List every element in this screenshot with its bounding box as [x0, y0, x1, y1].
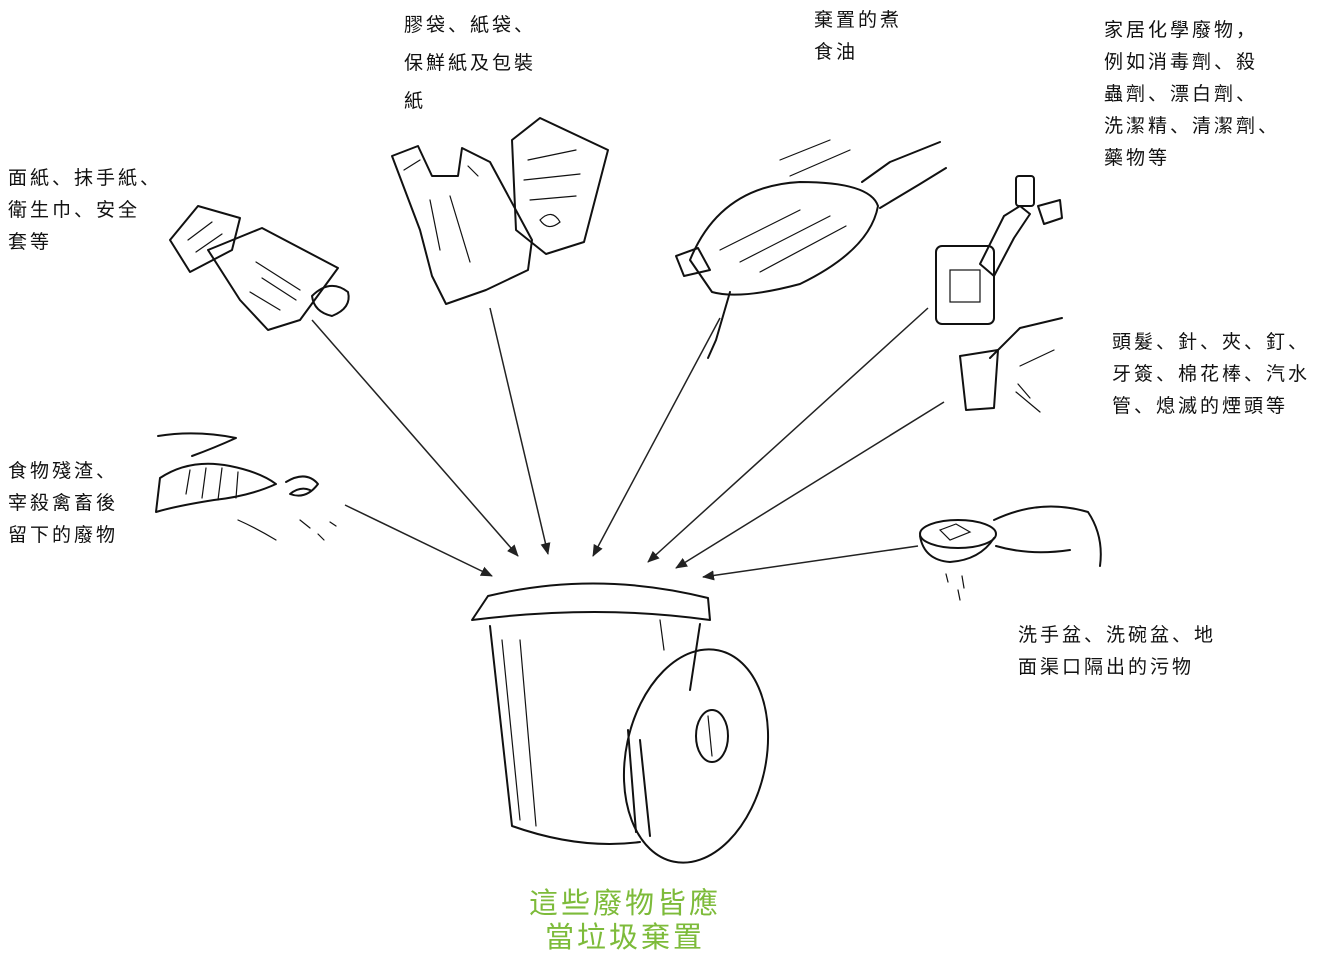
- arrow-food: [345, 505, 492, 576]
- label-line: 棄置的煮: [814, 4, 902, 36]
- trash-bin-icon: [472, 583, 787, 876]
- caption-line: 這些廢物皆應: [470, 886, 780, 920]
- label-line: 洗手盆、洗碗盆、地: [1018, 619, 1216, 651]
- label-oil: 棄置的煮 食油: [814, 4, 902, 68]
- label-drain: 洗手盆、洗碗盆、地 面渠口隔出的污物: [1018, 619, 1216, 683]
- cup-straw-icon: [960, 318, 1062, 412]
- label-line: 藥物等: [1104, 142, 1280, 174]
- label-line: 蟲劑、漂白劑、: [1104, 78, 1280, 110]
- label-line: 食油: [814, 36, 902, 68]
- tissue-papers-icon: [170, 206, 349, 330]
- label-line: 套等: [8, 226, 162, 258]
- label-small-items: 頭髮、針、夾、釘、 牙簽、棉花棒、汽水 管、熄滅的煙頭等: [1112, 326, 1310, 422]
- label-bags: 膠袋、紙袋、 保鮮紙及包裝 紙: [404, 6, 536, 120]
- label-line: 宰殺禽畜後: [8, 487, 118, 519]
- label-line: 膠袋、紙袋、: [404, 6, 536, 44]
- label-food: 食物殘渣、 宰殺禽畜後 留下的廢物: [8, 455, 118, 551]
- label-line: 管、熄滅的煙頭等: [1112, 390, 1310, 422]
- label-line: 面渠口隔出的污物: [1018, 651, 1216, 683]
- arrows: [312, 308, 944, 577]
- arrow-bags: [490, 308, 548, 554]
- plastic-bags-icon: [392, 118, 608, 304]
- label-tissues: 面紙、抹手紙、 衛生巾、安全 套等: [8, 162, 162, 258]
- label-line: 保鮮紙及包裝: [404, 44, 536, 82]
- label-line: 留下的廢物: [8, 519, 118, 551]
- label-line: 牙簽、棉花棒、汽水: [1112, 358, 1310, 390]
- caption-line: 當垃圾棄置: [470, 920, 780, 954]
- label-line: 衛生巾、安全: [8, 194, 162, 226]
- label-line: 家居化學廢物，: [1104, 14, 1280, 46]
- label-line: 面紙、抹手紙、: [8, 162, 162, 194]
- chemical-bottles-icon: [936, 176, 1062, 324]
- label-chemicals: 家居化學廢物， 例如消毒劑、殺 蟲劑、漂白劑、 洗潔精、清潔劑、 藥物等: [1104, 14, 1280, 174]
- arrow-tissues: [312, 320, 518, 556]
- label-line: 頭髮、針、夾、釘、: [1112, 326, 1310, 358]
- label-line: 紙: [404, 82, 536, 120]
- sink-strainer-icon: [920, 507, 1101, 600]
- arrow-oil: [593, 318, 720, 556]
- label-line: 洗潔精、清潔劑、: [1104, 110, 1280, 142]
- label-line: 例如消毒劑、殺: [1104, 46, 1280, 78]
- label-line: 食物殘渣、: [8, 455, 118, 487]
- fish-bones-icon: [156, 433, 336, 540]
- arrow-chemicals: [648, 308, 928, 562]
- arrow-drain: [703, 546, 918, 577]
- arrow-small-items: [676, 402, 944, 568]
- caption: 這些廢物皆應 當垃圾棄置: [470, 886, 780, 954]
